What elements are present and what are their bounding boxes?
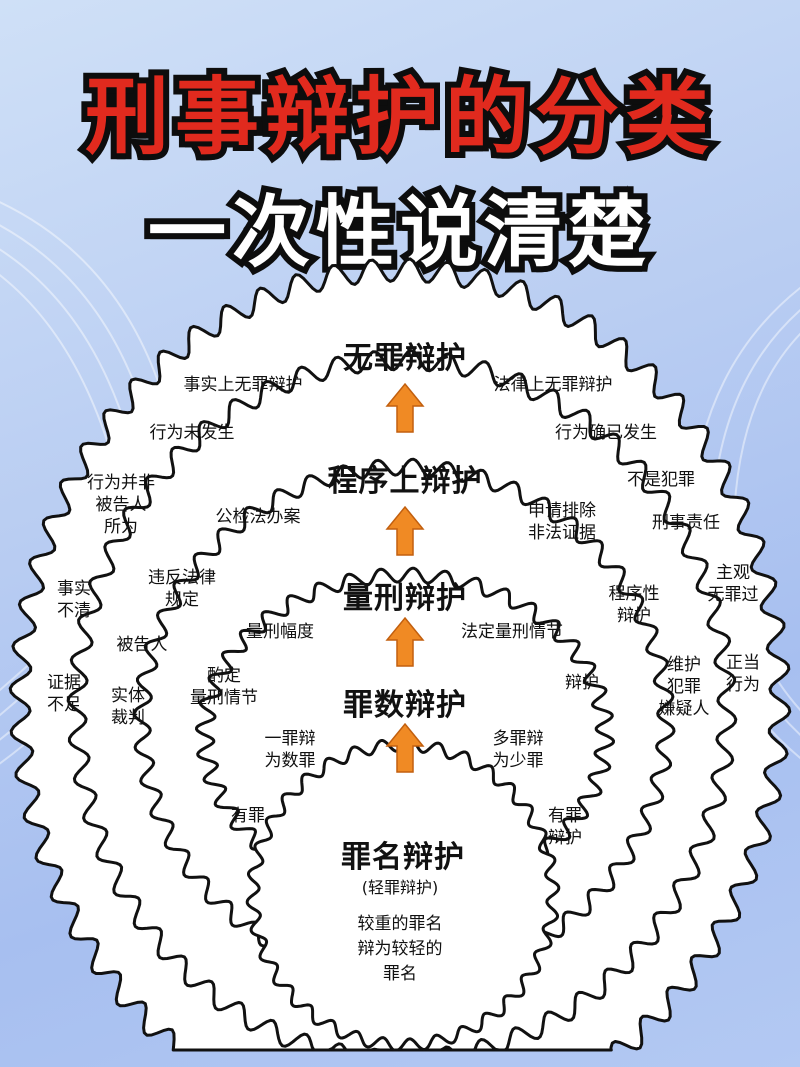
subtitle: 一次性说清楚 <box>142 182 652 284</box>
level-heading-procedural: 程序上辩护 <box>327 464 483 499</box>
label-justifiable-act: 正当 行为 <box>726 653 760 695</box>
label-violates-legal-provisions: 违反法律 规定 <box>148 568 216 610</box>
level-heading-count-of-crimes: 罪数辩护 <box>343 688 467 723</box>
label-criminal-liability: 刑事责任 <box>652 513 720 533</box>
label-exclude-illegal-evidence: 申请排除 非法证据 <box>528 501 596 543</box>
up-arrow-icon <box>385 505 425 556</box>
label-act-did-not-occur: 行为未发生 <box>149 423 235 443</box>
label-act-did-occur: 行为确已发生 <box>555 423 657 443</box>
up-arrow-icon <box>385 382 425 433</box>
label-guilty: 有罪 <box>231 806 265 826</box>
label-statutory-sentencing-circumstances: 法定量刑情节 <box>461 622 563 642</box>
level-heading-acquittal: 无罪辩护 <box>343 341 467 376</box>
label-several-crimes-to-fewer: 多罪辩 为少罪 <box>492 729 544 771</box>
label-guilty-defense: 有罪 辩护 <box>548 806 582 848</box>
level-subheading-lighter-charge: (轻罪辩护) <box>361 878 439 897</box>
label-discretionary-sentencing-circumstances: 酌定 量刑情节 <box>190 666 258 708</box>
level-heading-charge: 罪名辩护 <box>341 840 465 875</box>
label-legal-innocence: 法律上无罪辩护 <box>493 375 613 395</box>
label-one-crime-to-several: 一罪辩 为数罪 <box>264 729 316 771</box>
ring-charge <box>245 737 561 1052</box>
level-description-charge: 较重的罪名 辩为较轻的 罪名 <box>357 914 443 984</box>
label-no-subjective-fault: 主观 无罪过 <box>707 563 759 605</box>
label-not-committed-by-defendant: 行为并非 被告人 所为 <box>87 473 155 537</box>
label-defendant: 被告人 <box>116 635 168 655</box>
label-procedural-defense: 程序性 辩护 <box>608 584 660 626</box>
up-arrow-icon <box>385 616 425 667</box>
label-substantive-judgment: 实体 裁判 <box>111 686 145 728</box>
main-title: 刑事辩护的分类 <box>79 62 715 172</box>
level-heading-sentencing: 量刑辩护 <box>343 581 467 616</box>
label-factual-innocence: 事实上无罪辩护 <box>183 375 303 395</box>
label-protect-suspect: 维护 犯罪 嫌疑人 <box>658 655 710 719</box>
label-not-a-crime: 不是犯罪 <box>627 470 695 490</box>
label-unclear-facts: 事实 不清 <box>57 579 91 621</box>
up-arrow-icon <box>385 722 425 773</box>
label-insufficient-evidence: 证据 不足 <box>47 673 81 715</box>
label-public-security-procuratorate-court: 公检法办案 <box>215 507 301 527</box>
label-sentencing-range: 量刑幅度 <box>246 622 314 642</box>
label-defense: 辩护 <box>565 673 599 693</box>
